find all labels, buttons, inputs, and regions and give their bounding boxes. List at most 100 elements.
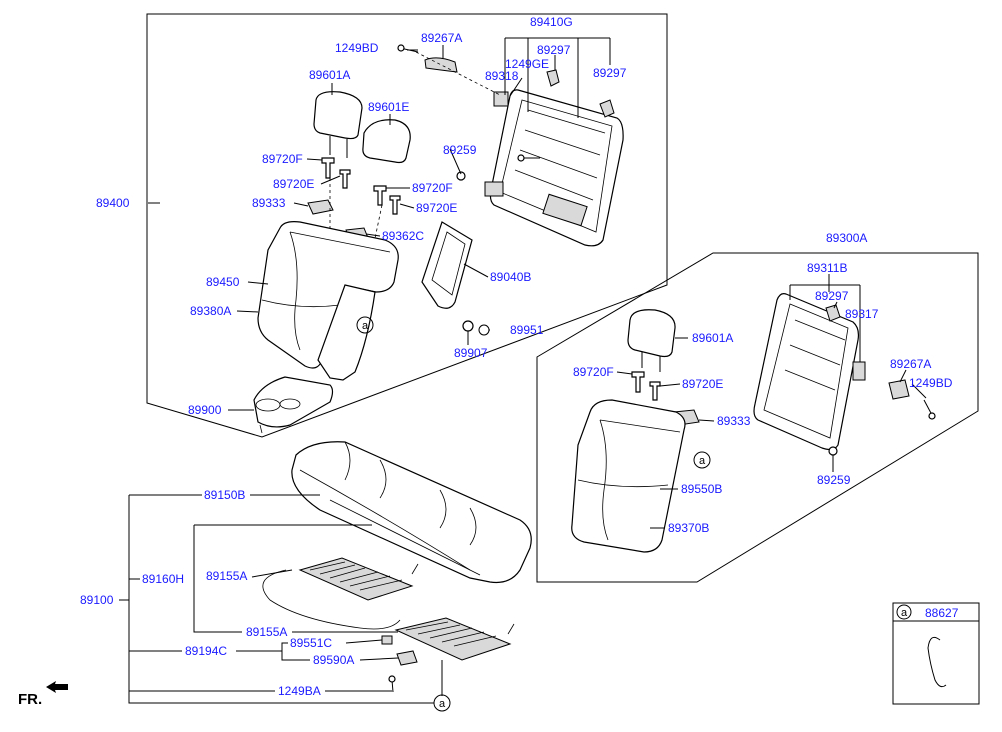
label-1249BD-top[interactable]: 1249BD [335, 41, 379, 55]
label-89300A[interactable]: 89300A [826, 231, 867, 245]
callout-a-top: a [362, 320, 369, 332]
bolt-1249BD-r [923, 399, 936, 420]
label-89450[interactable]: 89450 [206, 275, 240, 289]
label-89150B[interactable]: 89150B [204, 488, 245, 502]
label-89951[interactable]: 89951 [510, 323, 544, 337]
bolt-1249BD-top [397, 44, 419, 53]
bolt-89259-r [828, 446, 838, 456]
heater-mat-89155A-a [298, 557, 414, 601]
label-89720E-top[interactable]: 89720E [273, 177, 314, 191]
label-89297-r[interactable]: 89297 [815, 289, 849, 303]
module-89590A [396, 650, 418, 666]
bolt-1249BA [388, 675, 396, 693]
label-89318[interactable]: 89318 [485, 69, 519, 83]
label-89194C[interactable]: 89194C [185, 644, 227, 658]
back-cushion-89450 [257, 221, 399, 369]
guide-89720E-top [339, 169, 351, 189]
seatback-frame-89410G [484, 89, 624, 247]
seatback-frame-89311B [753, 293, 860, 451]
callout-a-right: a [699, 455, 706, 467]
callout-a-bottom: a [439, 698, 446, 710]
label-89333-top[interactable]: 89333 [252, 196, 286, 210]
label-89720E-mid[interactable]: 89720E [416, 201, 457, 215]
guide-89720E-mid [389, 195, 401, 215]
bolt-1249GE [517, 154, 540, 162]
callout-circle-a-legend [896, 604, 912, 620]
label-89155A-a[interactable]: 89155A [206, 569, 247, 583]
bolt-89259-top [456, 171, 466, 181]
bracket-89040B [421, 221, 473, 309]
label-89720F-top[interactable]: 89720F [262, 152, 303, 166]
label-89362C[interactable]: 89362C [382, 229, 424, 243]
label-89370B[interactable]: 89370B [668, 521, 709, 535]
cover-89267A-top [424, 57, 458, 73]
label-89267A-r[interactable]: 89267A [890, 357, 931, 371]
label-89259-r[interactable]: 89259 [817, 473, 851, 487]
legend-box [892, 602, 980, 705]
label-89907[interactable]: 89907 [454, 346, 488, 360]
label-89333-r[interactable]: 89333 [717, 414, 751, 428]
label-89155A-b[interactable]: 89155A [246, 625, 287, 639]
wiring-89160H [262, 563, 515, 635]
front-label: FR. [18, 691, 42, 708]
label-89267A-top[interactable]: 89267A [421, 31, 462, 45]
bushing-89907 [462, 320, 474, 332]
upper-group-frame [146, 13, 668, 438]
guide-89720F-top [321, 157, 335, 179]
label-89380A[interactable]: 89380A [190, 304, 231, 318]
label-89160H[interactable]: 89160H [142, 572, 184, 586]
label-89601A-r[interactable]: 89601A [692, 331, 733, 345]
label-89550B[interactable]: 89550B [681, 482, 722, 496]
guide-89720F-r [631, 371, 645, 393]
label-89601E[interactable]: 89601E [368, 100, 409, 114]
headrest-89601A-r [627, 309, 676, 372]
ring-89951 [478, 324, 490, 336]
back-cushion-89550B [571, 399, 686, 553]
callout-circle-a-top [356, 316, 374, 334]
latch-89317 [852, 361, 866, 381]
clip-89297-b [599, 99, 615, 118]
label-1249BA[interactable]: 1249BA [278, 684, 321, 698]
label-89551C[interactable]: 89551C [290, 636, 332, 650]
callout-circle-a-right [693, 451, 711, 469]
latch-89318 [493, 91, 509, 107]
clip-89297-r [825, 304, 841, 322]
label-89317[interactable]: 89317 [845, 307, 879, 321]
label-89297-a[interactable]: 89297 [537, 43, 571, 57]
connector-89551C [381, 635, 393, 645]
label-89720F-r[interactable]: 89720F [573, 365, 614, 379]
front-arrow-icon [46, 681, 68, 693]
escutcheon-89333-top [307, 199, 334, 215]
label-89259-top[interactable]: 89259 [443, 143, 477, 157]
headrest-89601A-top [313, 91, 363, 158]
label-89900[interactable]: 89900 [188, 403, 222, 417]
label-89100[interactable]: 89100 [80, 593, 114, 607]
guide-89720F-mid [373, 185, 387, 206]
label-89400[interactable]: 89400 [96, 196, 130, 210]
right-group-frame [536, 252, 979, 583]
callout-circle-a-bottom [433, 694, 451, 712]
label-89297-b[interactable]: 89297 [593, 66, 627, 80]
headrest-89601E [362, 119, 411, 164]
label-88627[interactable]: 88627 [925, 606, 959, 620]
guide-89720E-r [649, 381, 661, 401]
wire-88627 [927, 636, 947, 688]
label-89040B[interactable]: 89040B [490, 270, 531, 284]
label-1249BD-r[interactable]: 1249BD [909, 376, 953, 390]
armrest-89900 [253, 376, 334, 434]
label-89601A-top[interactable]: 89601A [309, 68, 350, 82]
armrest-frame-89380A [317, 284, 376, 381]
label-89311B[interactable]: 89311B [807, 261, 847, 275]
leader-lines [119, 37, 927, 704]
label-89720E-r[interactable]: 89720E [682, 377, 723, 391]
clip-89297-a [546, 69, 560, 87]
seat-cushion-89150B [291, 441, 532, 584]
cover-89267A-r [888, 379, 910, 400]
label-89720F-mid[interactable]: 89720F [412, 181, 453, 195]
label-1249GE[interactable]: 1249GE [505, 57, 549, 71]
label-89590A[interactable]: 89590A [313, 653, 354, 667]
heater-mat-89155A-b [394, 617, 512, 661]
callout-a-legend: a [901, 607, 908, 619]
label-89410G[interactable]: 89410G [530, 15, 573, 29]
